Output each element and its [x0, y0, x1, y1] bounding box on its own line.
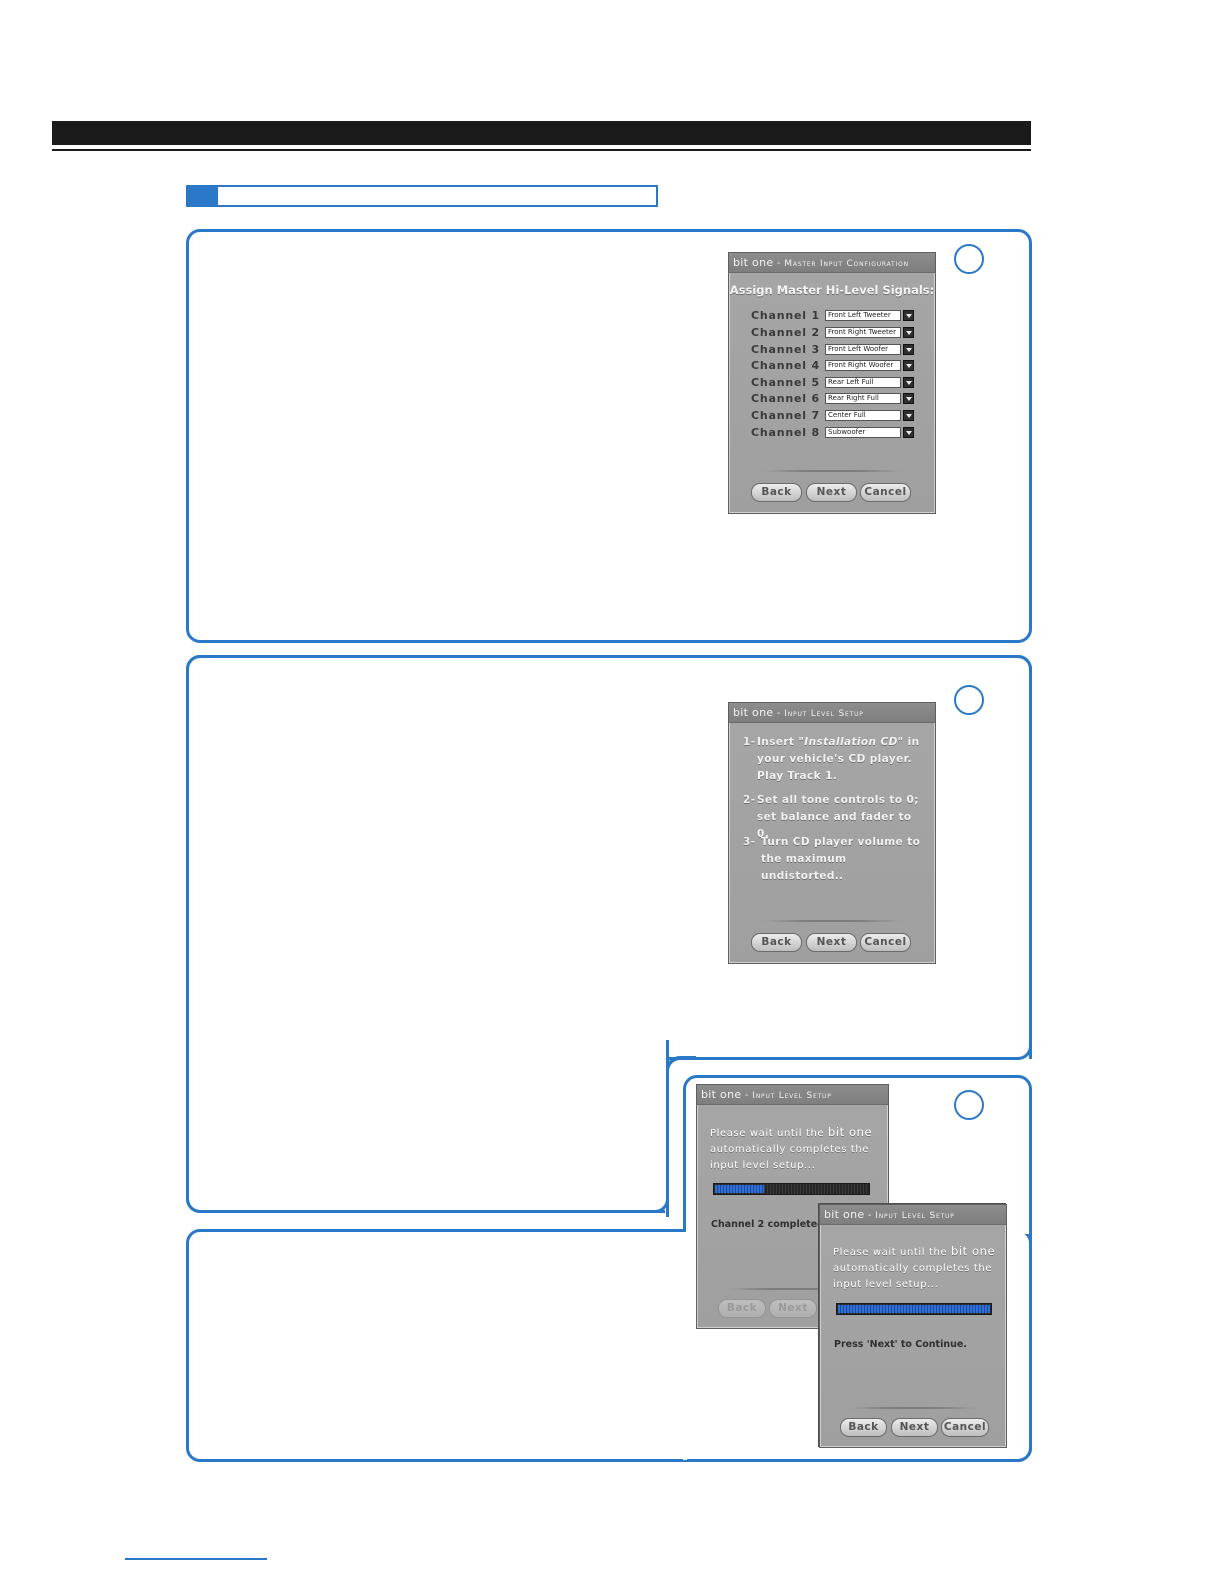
progress-bar-fill: [838, 1305, 990, 1313]
dropdown-arrow-icon[interactable]: [903, 393, 914, 404]
dialog-title-bar: bit one - Input Level Setup: [729, 703, 935, 723]
panel-3-base-mask: [686, 1459, 1029, 1463]
channel-7-select[interactable]: Center Full: [825, 410, 901, 421]
step-panel-2-bottom-right-link: [666, 1040, 1032, 1060]
wait-message: Please wait until the bit one automatica…: [833, 1244, 996, 1290]
dialog-brand: bit one: [733, 706, 774, 719]
channel-8-select[interactable]: Subwoofer: [825, 427, 901, 438]
dropdown-arrow-icon[interactable]: [903, 377, 914, 388]
next-button[interactable]: Next: [891, 1418, 938, 1437]
step-panel-2-notch-edge: [666, 1057, 836, 1217]
channel-label: Channel 3: [751, 343, 820, 356]
step-text: Turn CD player volume to the maximum und…: [761, 836, 921, 882]
channel-3-select[interactable]: Front Left Woofer: [825, 344, 901, 355]
dropdown-arrow-icon[interactable]: [903, 327, 914, 338]
channel-1-select[interactable]: Front Left Tweeter: [825, 310, 901, 321]
dropdown-arrow-icon[interactable]: [903, 427, 914, 438]
cancel-button[interactable]: Cancel: [860, 933, 911, 952]
step-number-circle-1: [954, 244, 984, 274]
dropdown-arrow-icon[interactable]: [903, 310, 914, 321]
back-button[interactable]: Back: [751, 483, 802, 502]
next-button[interactable]: Next: [806, 483, 857, 502]
channel-label: Channel 4: [751, 359, 820, 372]
instruction-step-3: 3- Turn CD player volume to the maximum …: [743, 834, 925, 882]
dialog-separator: [723, 1288, 863, 1290]
status-message: Press 'Next' to Continue.: [834, 1339, 967, 1350]
progress-bar: [836, 1303, 992, 1315]
inline-brand: bit one: [827, 1125, 873, 1139]
step-number: 3-: [743, 836, 756, 848]
dialog-subtitle: Input Level Setup: [784, 709, 864, 719]
cancel-button[interactable]: Cancel: [941, 1418, 989, 1437]
step-number-circle-3: [954, 1090, 984, 1120]
dropdown-arrow-icon[interactable]: [903, 344, 914, 355]
dialog-title-bar: bit one - Input Level Setup: [820, 1205, 1006, 1225]
dialog-subtitle: Input Level Setup: [752, 1091, 832, 1101]
channel-label: Channel 2: [751, 326, 820, 339]
step-number: 1-: [743, 736, 756, 748]
channel-label: Channel 7: [751, 409, 820, 422]
instruction-step-1: 1- Insert "Installation CD" in your vehi…: [743, 734, 925, 786]
back-button[interactable]: Back: [840, 1418, 887, 1437]
dialog-brand: bit one: [824, 1208, 865, 1221]
instruction-step-2: 2- Set all tone controls to 0; set balan…: [743, 792, 925, 840]
step-text: Insert "Installation CD" in your vehicle…: [757, 736, 920, 782]
status-message: Channel 2 completed.: [711, 1219, 828, 1230]
channel-label: Channel 1: [751, 309, 820, 322]
dialog-title-bar: bit one - Master Input Configuration: [729, 253, 935, 273]
cancel-button[interactable]: Cancel: [860, 483, 911, 502]
back-button[interactable]: Back: [751, 933, 802, 952]
back-button[interactable]: Back: [718, 1299, 766, 1318]
step-number: 2-: [743, 794, 756, 806]
dropdown-arrow-icon[interactable]: [903, 360, 914, 371]
channel-4-select[interactable]: Front Right Woofer: [825, 360, 901, 371]
step-panel-1: [186, 229, 1032, 643]
channel-6-select[interactable]: Rear Right Full: [825, 393, 901, 404]
panel-3-lower-mask: [683, 1232, 687, 1460]
progress-bar: [713, 1183, 870, 1195]
dialog-subtitle: Master Input Configuration: [784, 259, 909, 269]
dialog-brand: bit one: [733, 256, 774, 269]
channel-2-select[interactable]: Front Right Tweeter: [825, 327, 901, 338]
progress-complete-dialog: bit one - Input Level Setup Please wait …: [819, 1204, 1007, 1448]
channel-5-select[interactable]: Rear Left Full: [825, 377, 901, 388]
dropdown-arrow-icon[interactable]: [903, 410, 914, 421]
channel-label: Channel 8: [751, 426, 820, 439]
page-header-rule: [52, 149, 1031, 151]
step-text: Set all tone controls to 0; set balance …: [757, 794, 919, 840]
dialog-separator: [759, 470, 905, 472]
dialog-heading: Assign Master Hi-Level Signals:: [729, 283, 935, 297]
channel-label: Channel 5: [751, 376, 820, 389]
next-button[interactable]: Next: [769, 1299, 817, 1318]
progress-bar-fill: [715, 1185, 765, 1193]
inline-brand: bit one: [950, 1244, 996, 1258]
input-level-setup-dialog: bit one - Input Level Setup 1- Insert "I…: [728, 702, 936, 964]
step-number-circle-2: [954, 685, 984, 715]
dialog-separator: [759, 920, 905, 922]
dialog-title-bar: bit one - Input Level Setup: [697, 1085, 888, 1105]
footer-rule: [125, 1558, 267, 1560]
next-button[interactable]: Next: [806, 933, 857, 952]
step-panel-2-lower-part: [186, 1040, 669, 1213]
page-header-bar: [52, 121, 1031, 145]
dialog-separator: [846, 1407, 982, 1409]
section-heading-tab: [186, 185, 218, 207]
section-heading-frame: [186, 185, 658, 207]
wait-message: Please wait until the bit one automatica…: [710, 1125, 873, 1171]
master-input-config-dialog: bit one - Master Input Configuration Ass…: [728, 252, 936, 514]
dialog-subtitle: Input Level Setup: [875, 1211, 955, 1221]
channel-label: Channel 6: [751, 392, 820, 405]
step-panel-2-upper-part: [186, 655, 1032, 1060]
dialog-brand: bit one: [701, 1088, 742, 1101]
panel-2-inner-mask: [189, 1050, 665, 1062]
